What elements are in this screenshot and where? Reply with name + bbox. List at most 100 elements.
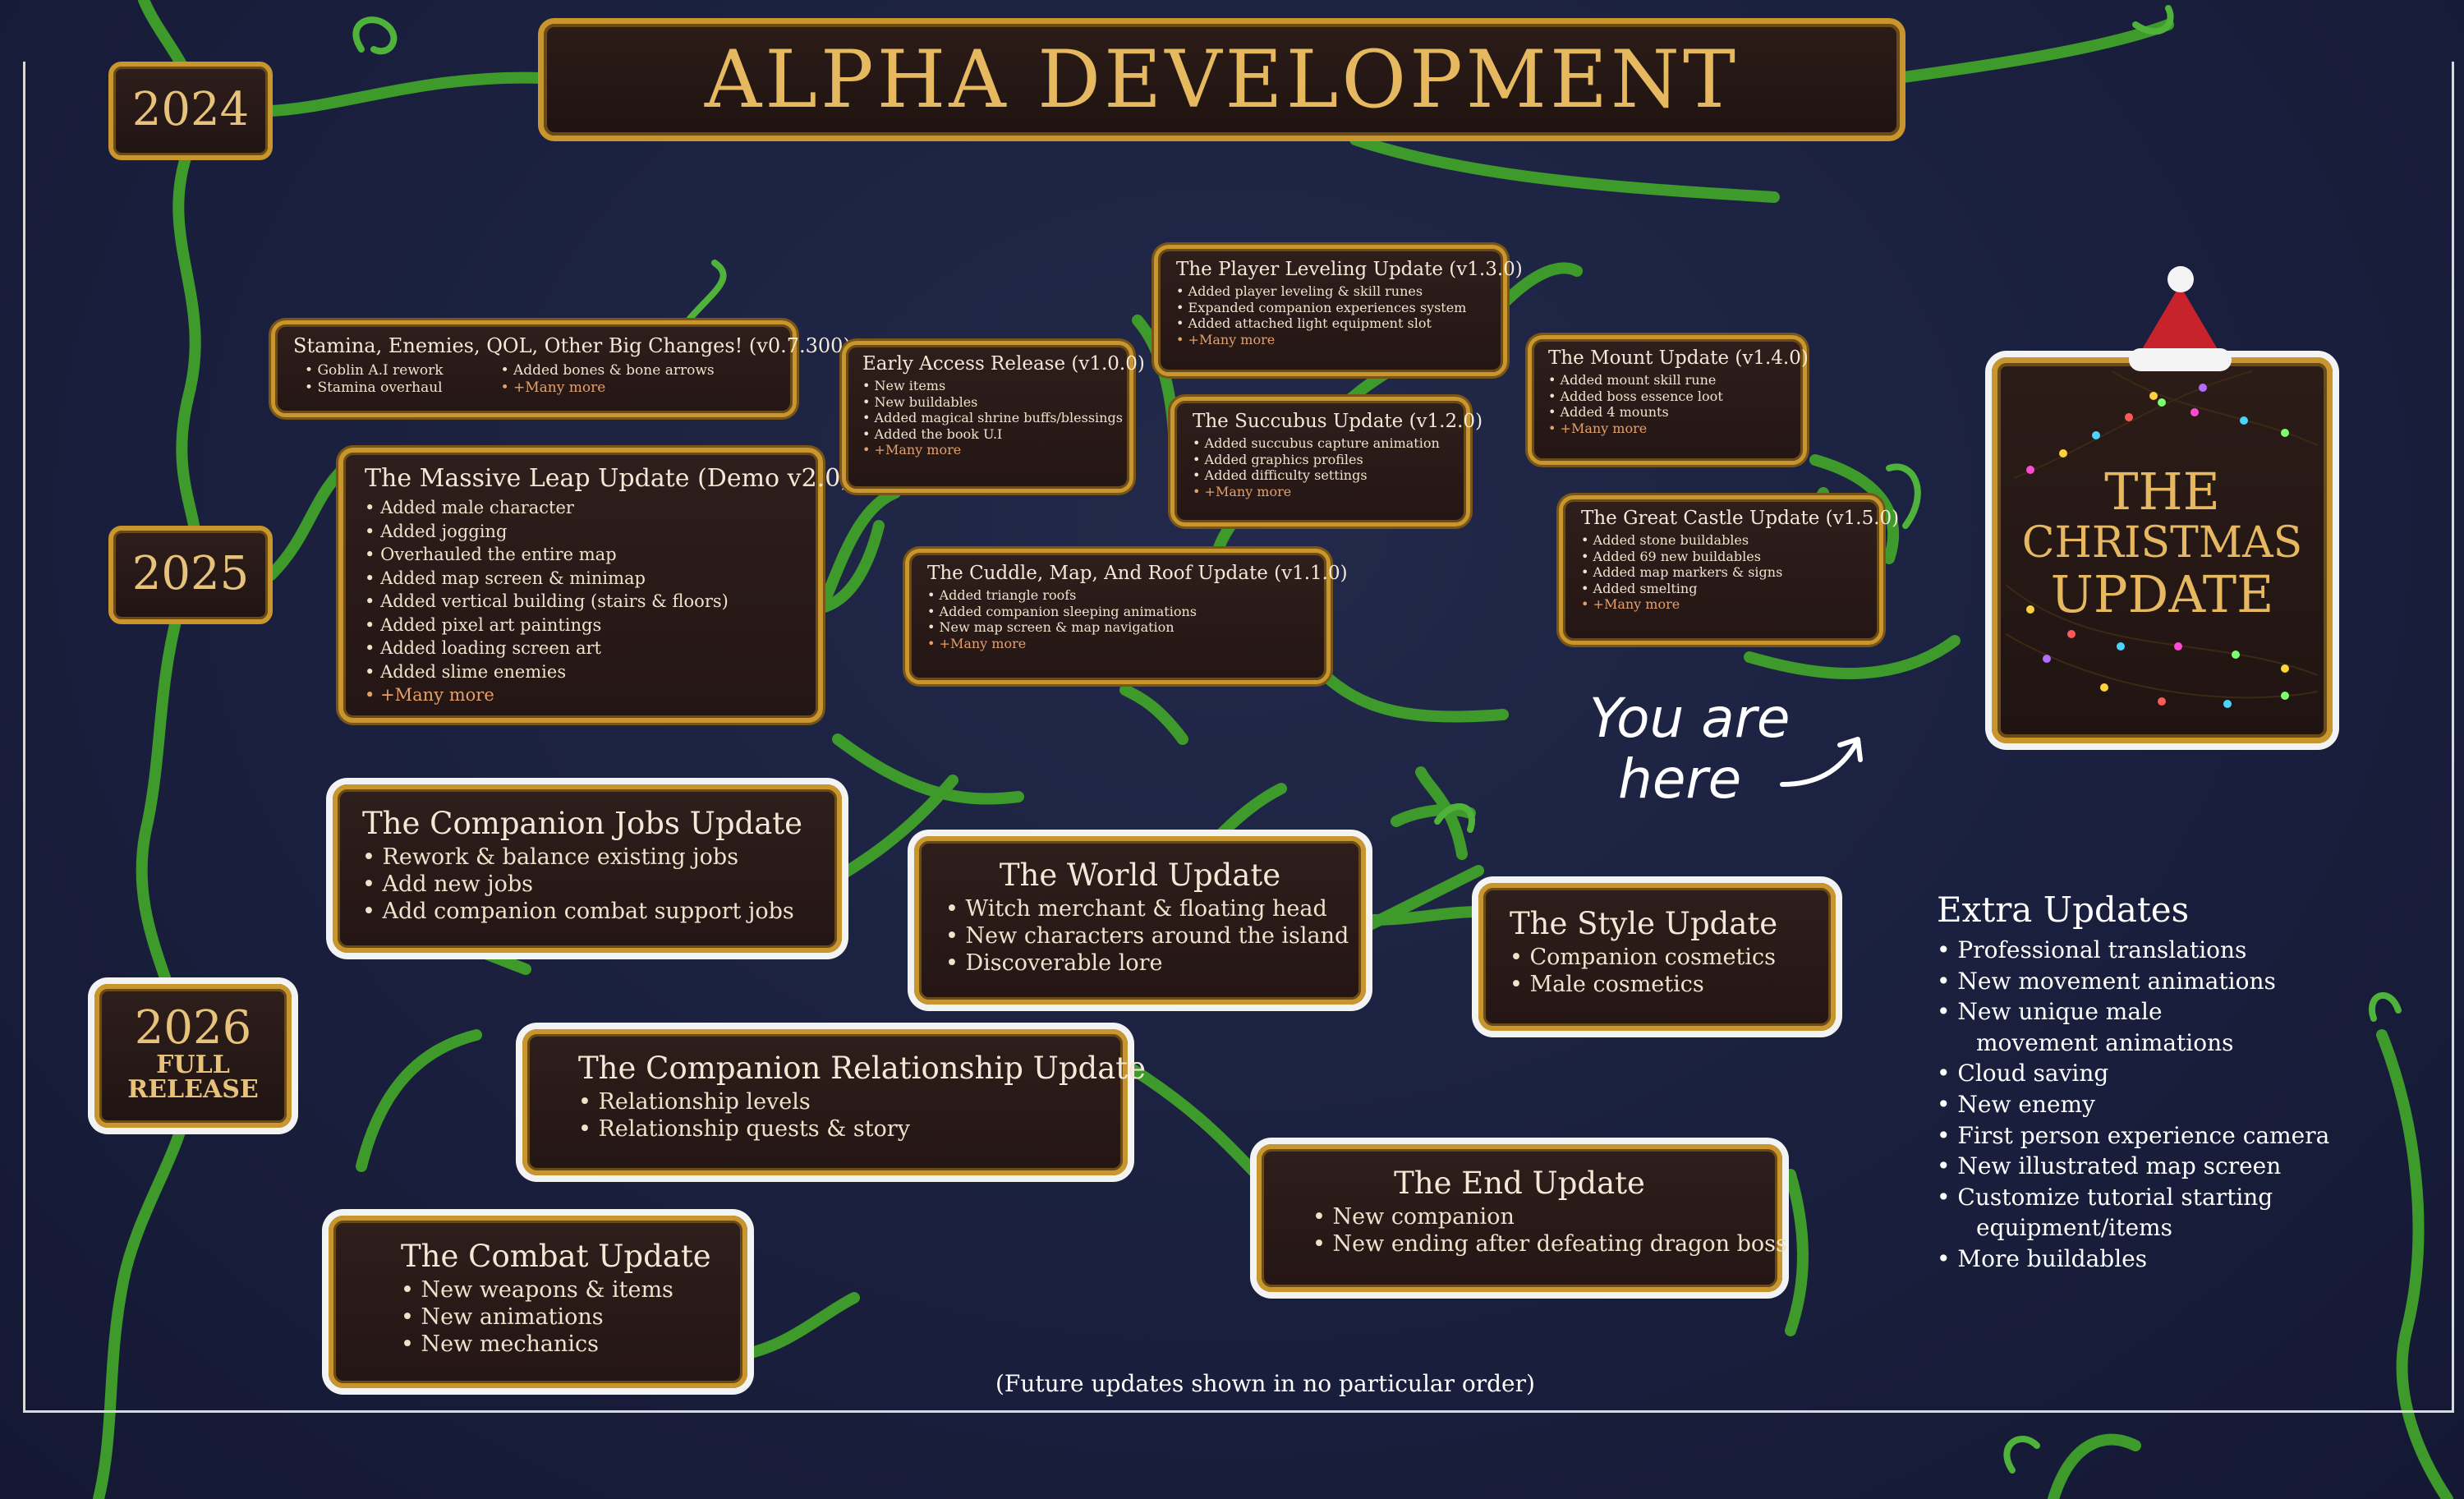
page-title: ALPHA DEVELOPMENT xyxy=(704,34,1740,126)
update-more: +Many more xyxy=(1176,332,1485,348)
update-item: Added 69 new buildables xyxy=(1581,549,1861,565)
christmas-title-line2: CHRISTMAS xyxy=(2021,518,2303,568)
update-item: Added companion sleeping animations xyxy=(927,604,1308,620)
update-item: Relationship quests & story xyxy=(578,1116,1072,1143)
update-item: Added male character xyxy=(365,496,797,520)
extra-update-item: New unique male xyxy=(1937,996,2329,1028)
update-items-col2: Added bones & bone arrows +Many more xyxy=(501,362,715,396)
update-title: The Style Update xyxy=(1510,906,1778,941)
update-title: The Succubus Update (v1.2.0) xyxy=(1193,411,1483,432)
update-item: New characters around the island xyxy=(945,923,1349,950)
update-title: Stamina, Enemies, QOL, Other Big Changes… xyxy=(293,334,851,357)
future-card-world: The World Update Witch merchant & floati… xyxy=(914,836,1366,1005)
extra-update-item-continued: equipment/items xyxy=(1976,1214,2172,1242)
extra-updates-list: Professional translations New movement a… xyxy=(1937,935,2329,1275)
update-card-v1-2-0: The Succubus Update (v1.2.0) Added succu… xyxy=(1170,397,1483,526)
update-item: Added 4 mounts xyxy=(1548,404,1786,421)
update-item: New map screen & map navigation xyxy=(927,619,1308,636)
update-item: Add new jobs xyxy=(362,871,812,899)
update-item: New companion xyxy=(1312,1204,1726,1231)
update-more: +Many more xyxy=(365,683,797,707)
update-item: New animations xyxy=(401,1304,675,1331)
update-title: The Mount Update (v1.4.0) xyxy=(1548,347,1809,369)
christmas-lights-icon xyxy=(2005,370,2319,708)
update-items: Added male character Added jogging Overh… xyxy=(365,496,797,707)
update-title: The Cuddle, Map, And Roof Update (v1.1.0… xyxy=(927,563,1348,584)
extra-update-item: New enemy xyxy=(1937,1089,2329,1120)
here-line: here xyxy=(1618,747,1742,811)
update-items: New weapons & items New animations New m… xyxy=(401,1277,675,1359)
update-items: Added succubus capture animation Added g… xyxy=(1193,435,1448,499)
future-card-style: The Style Update Companion cosmetics Mal… xyxy=(1478,883,1836,1031)
update-item: New weapons & items xyxy=(401,1277,675,1304)
full-release-label: FULL RELEASE xyxy=(99,1053,287,1102)
update-item: Added graphics profiles xyxy=(1193,452,1448,468)
update-item: Stamina overhaul xyxy=(305,379,444,397)
update-item: Male cosmetics xyxy=(1510,972,1804,999)
update-item: Added map markers & signs xyxy=(1581,564,1861,581)
christmas-title-line3: UPDATE xyxy=(2050,564,2274,624)
update-item: New buildables xyxy=(862,394,1113,411)
update-item: New mechanics xyxy=(401,1331,675,1359)
footnote: (Future updates shown in no particular o… xyxy=(995,1370,1535,1397)
update-title: The Companion Jobs Update xyxy=(362,806,803,841)
extra-updates-title: Extra Updates xyxy=(1937,890,2190,930)
update-item: Rework & balance existing jobs xyxy=(362,844,812,871)
update-items: New companion New ending after defeating… xyxy=(1312,1204,1787,1258)
update-items: Companion cosmetics Male cosmetics xyxy=(1510,945,1804,999)
update-item: Witch merchant & floating head xyxy=(945,896,1335,923)
extra-update-item: Cloud saving xyxy=(1937,1058,2329,1089)
full-label: FULL xyxy=(156,1051,230,1079)
update-title: The Combat Update xyxy=(401,1239,711,1274)
page-title-banner: ALPHA DEVELOPMENT xyxy=(538,18,1905,141)
future-card-combat: The Combat Update New weapons & items Ne… xyxy=(329,1216,747,1388)
update-items-col1: Goblin A.I rework Stamina overhaul xyxy=(305,362,444,397)
update-item: Expanded companion experiences system xyxy=(1176,300,1485,316)
update-title: The Player Leveling Update (v1.3.0) xyxy=(1176,259,1523,280)
update-card-v1-4-0: The Mount Update (v1.4.0) Added mount sk… xyxy=(1528,335,1809,465)
year-label-2025: 2025 xyxy=(131,547,250,600)
update-card-v0-7-300: Stamina, Enemies, QOL, Other Big Changes… xyxy=(271,320,851,417)
update-item: New ending after defeating dragon boss xyxy=(1312,1231,1787,1258)
year-marker-2026: 2026 FULL RELEASE xyxy=(94,984,292,1128)
update-more: +Many more xyxy=(501,379,715,397)
update-items: Added player leveling & skill runes Expa… xyxy=(1176,283,1485,347)
santa-hat-brim xyxy=(2129,348,2232,371)
update-item: Added stone buildables xyxy=(1581,532,1861,549)
update-item: Added magical shrine buffs/blessings xyxy=(862,410,1123,426)
arrow-icon xyxy=(1780,737,1863,787)
update-items: Added stone buildables Added 69 new buil… xyxy=(1581,532,1861,613)
you-are-here-label: You are here xyxy=(1589,692,1790,807)
update-title: Early Access Release (v1.0.0) xyxy=(862,353,1145,375)
extra-update-item-continued: movement animations xyxy=(1976,1028,2234,1056)
update-card-v1-5-0: The Great Castle Update (v1.5.0) Added s… xyxy=(1559,495,1899,645)
update-item: Added succubus capture animation xyxy=(1193,435,1448,452)
update-card-v1-0-0: Early Access Release (v1.0.0) New items … xyxy=(842,341,1145,493)
year-label-2026: 2026 xyxy=(134,1001,252,1055)
update-item: Added attached light equipment slot xyxy=(1176,315,1485,332)
update-item: Added bones & bone arrows xyxy=(501,362,715,379)
christmas-update-card: THE CHRISTMAS UPDATE xyxy=(1992,266,2333,743)
update-item: Added slime enemies xyxy=(365,660,797,684)
update-item: Goblin A.I rework xyxy=(305,362,443,379)
future-card-end: The End Update New companion New ending … xyxy=(1257,1144,1787,1292)
update-items: Added mount skill rune Added boss essenc… xyxy=(1548,372,1786,436)
update-item: Relationship levels xyxy=(578,1089,1072,1116)
update-title: The End Update xyxy=(1394,1166,1645,1201)
update-title: The Companion Relationship Update xyxy=(578,1051,1147,1086)
update-item: Companion cosmetics xyxy=(1510,945,1804,972)
update-more: +Many more xyxy=(927,636,1308,652)
update-items: Witch merchant & floating head New chara… xyxy=(945,896,1349,977)
future-card-companion-jobs: The Companion Jobs Update Rework & balan… xyxy=(333,784,842,953)
update-items: Relationship levels Relationship quests … xyxy=(578,1089,1072,1143)
extra-updates: Extra Updates Professional translations … xyxy=(1937,890,2329,1275)
update-more: +Many more xyxy=(1548,421,1786,437)
santa-hat-icon xyxy=(2139,285,2221,355)
christmas-title-line1: THE xyxy=(2104,462,2220,522)
update-items: Added triangle roofs Added companion sle… xyxy=(927,587,1308,651)
santa-hat-pompom xyxy=(2167,266,2194,292)
update-card-demo-v2-0: The Massive Leap Update (Demo v2.0) Adde… xyxy=(338,448,850,723)
update-more: +Many more xyxy=(1581,596,1861,613)
year-marker-2024: 2024 xyxy=(108,62,273,160)
update-item: Added the book U.I xyxy=(862,426,1113,443)
